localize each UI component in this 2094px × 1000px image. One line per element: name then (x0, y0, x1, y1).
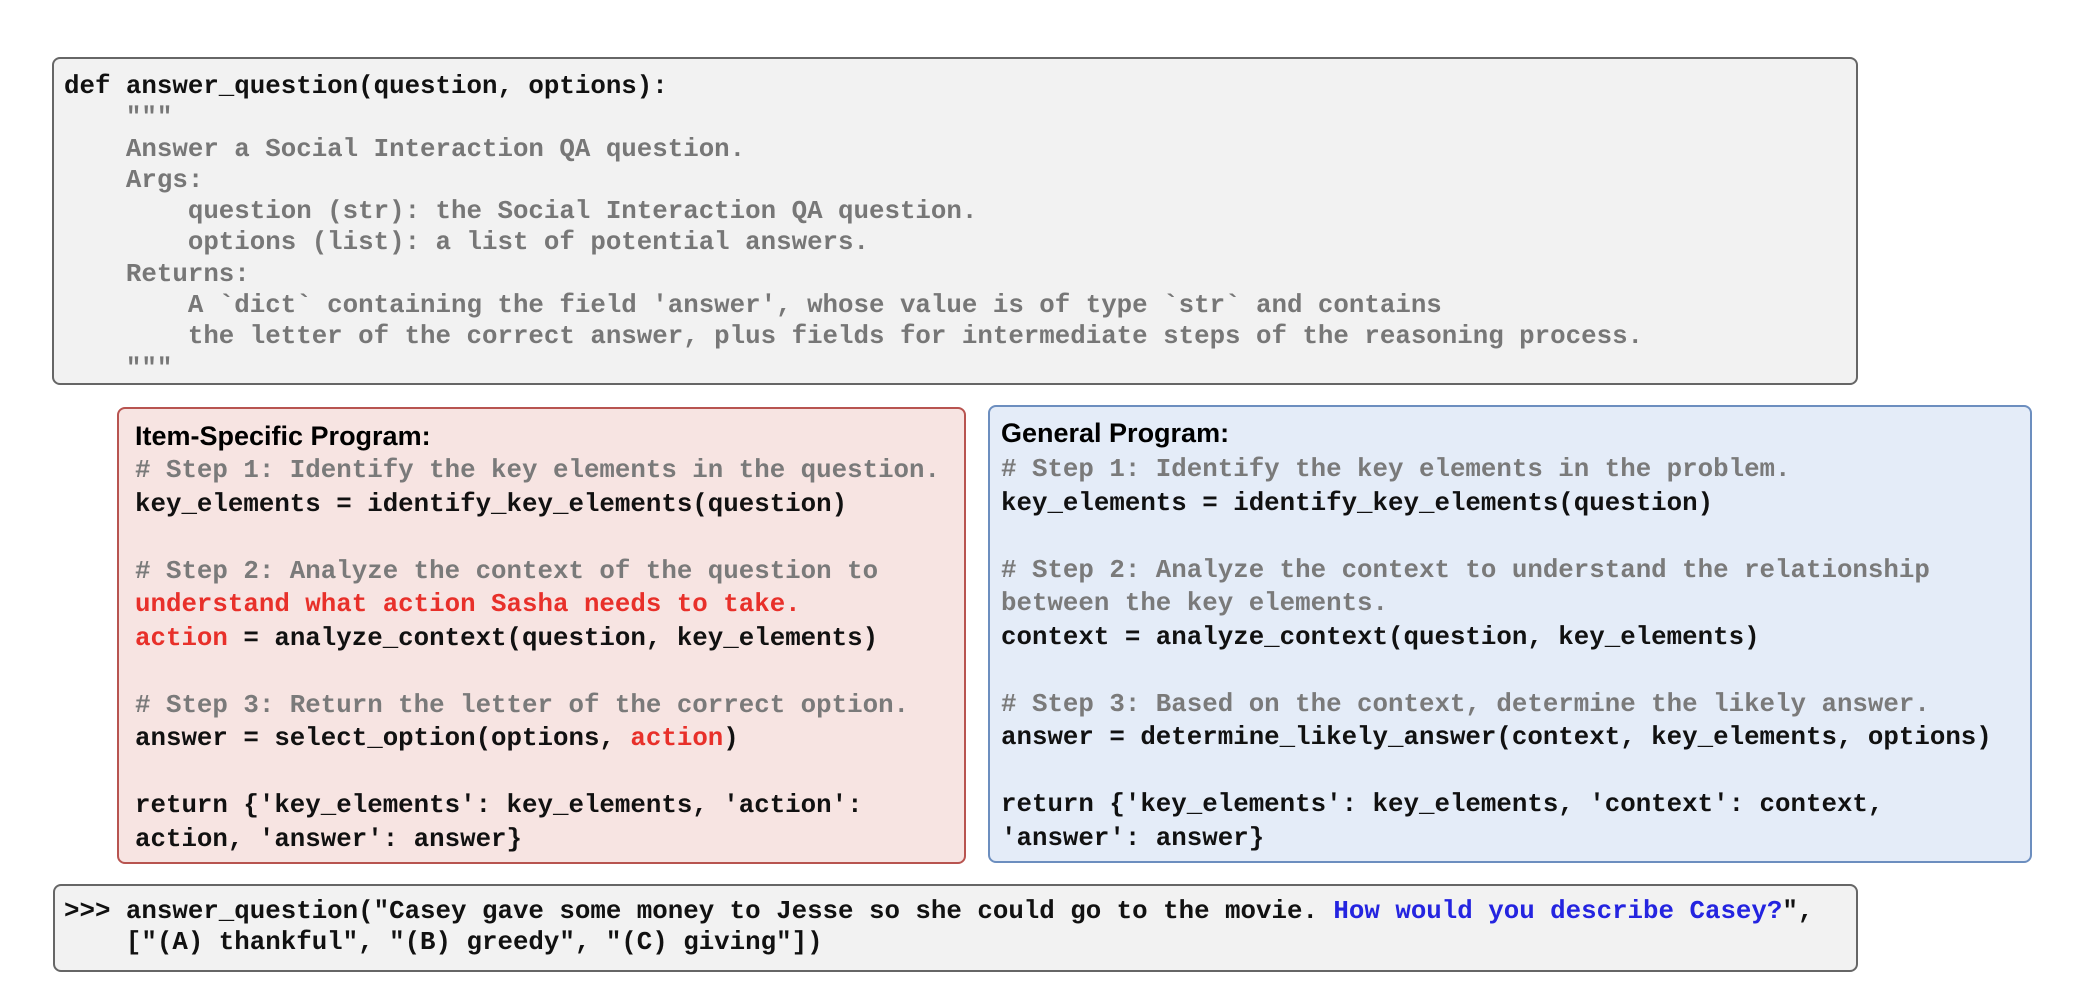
code-segment: answer = select_option(options, (135, 724, 631, 753)
code-line (1001, 755, 1992, 789)
code-segment: = analyze_context(question, key_elements… (227, 623, 879, 653)
code-line: question (str): the Social Interaction Q… (64, 196, 1643, 227)
general-program-title: General Program: (1001, 418, 1230, 448)
code-line: """ (64, 353, 1643, 384)
code-line: between the key elements. (1001, 587, 1992, 621)
code-line: the letter of the correct answer, plus f… (64, 321, 1643, 352)
code-segment: # Step 1: Identify the key elements in t… (1001, 455, 1791, 484)
general-program-box: General Program: # Step 1: Identify the … (988, 405, 2032, 863)
code-segment: """ (64, 353, 173, 383)
code-line: # Step 3: Based on the context, determin… (1001, 688, 1992, 722)
code-line: # Step 1: Identify the key elements in t… (1001, 453, 1992, 487)
code-line: key_elements = identify_key_elements(que… (135, 488, 940, 522)
code-segment: # Step 3: Return the letter of the corre… (135, 690, 910, 720)
function-call-box: >>> answer_question("Casey gave some mon… (53, 884, 1858, 972)
code-segment: key_elements = identify_key_elements(que… (135, 489, 848, 519)
code-segment: context = analyze_context(question, key_… (1001, 622, 1760, 652)
code-segment: question (str): the Social Interaction Q… (64, 197, 978, 227)
highlighted-text: understand what action Sasha needs to ta… (135, 590, 801, 619)
code-segment: answer = determine_likely_answer(context… (1001, 723, 1992, 752)
code-line: return {'key_elements': key_elements, 'a… (135, 789, 940, 823)
function-signature-box: def answer_question(question, options): … (52, 57, 1858, 385)
highlighted-text: action (135, 623, 228, 653)
code-segment: Returns: (64, 259, 250, 289)
code-segment: Args: (64, 165, 204, 195)
item-specific-program-box: Item-Specific Program: # Step 1: Identif… (117, 407, 966, 864)
code-line: return {'key_elements': key_elements, 'c… (1001, 788, 1992, 822)
code-segment: >>> answer_question("Casey gave some mon… (64, 897, 1334, 926)
code-segment: return {'key_elements': key_elements, 'c… (1001, 790, 1884, 819)
general-program-code: # Step 1: Identify the key elements in t… (1001, 453, 1992, 855)
code-line: >>> answer_question("Casey gave some mon… (64, 897, 1813, 928)
code-segment: """ (64, 103, 173, 133)
code-line: 'answer': answer} (1001, 822, 1992, 856)
code-segment: def answer_question(question, options): (64, 72, 668, 101)
item-specific-program-title: Item-Specific Program: (135, 421, 431, 451)
highlighted-text: How would you describe Casey? (1333, 897, 1783, 926)
code-segment: ) (723, 724, 739, 753)
code-segment: # Step 1: Identify the key elements in t… (135, 456, 940, 485)
code-line: understand what action Sasha needs to ta… (135, 588, 940, 622)
code-segment: Answer a Social Interaction QA question. (64, 134, 746, 164)
code-line: answer = determine_likely_answer(context… (1001, 721, 1992, 755)
code-line (1001, 654, 1992, 688)
highlighted-text: action (630, 724, 724, 753)
code-segment: # Step 3: Based on the context, determin… (1001, 689, 1930, 719)
code-segment: ["(A) thankful", "(B) greedy", "(C) givi… (64, 927, 823, 957)
code-line: ["(A) thankful", "(B) greedy", "(C) givi… (64, 928, 1813, 959)
code-segment: action, 'answer': answer} (135, 824, 523, 854)
code-line: A `dict` containing the field 'answer', … (64, 290, 1643, 321)
code-line: Returns: (64, 259, 1643, 290)
code-line: answer = select_option(options, action) (135, 722, 940, 756)
code-segment: A `dict` containing the field 'answer', … (64, 291, 1442, 321)
code-line (135, 756, 940, 790)
signature-code: def answer_question(question, options): … (64, 71, 1643, 384)
code-segment: 'answer': answer} (1001, 823, 1265, 853)
code-line: options (list): a list of potential answ… (64, 227, 1643, 258)
code-line: # Step 2: Analyze the context to underst… (1001, 554, 1992, 588)
code-line: # Step 2: Analyze the context of the que… (135, 555, 940, 589)
code-line (1001, 520, 1992, 554)
code-segment: # Step 2: Analyze the context to underst… (1001, 555, 1930, 585)
code-segment: the letter of the correct answer, plus f… (64, 322, 1644, 352)
code-line: action = analyze_context(question, key_e… (135, 622, 940, 656)
function-call-code: >>> answer_question("Casey gave some mon… (64, 897, 1813, 958)
code-line: """ (64, 102, 1643, 133)
code-segment: between the key elements. (1001, 589, 1389, 618)
code-line (135, 655, 940, 689)
code-line: Answer a Social Interaction QA question. (64, 134, 1643, 165)
code-segment: ", (1782, 897, 1814, 926)
code-segment: key_elements = identify_key_elements(que… (1001, 488, 1714, 518)
code-line: def answer_question(question, options): (64, 71, 1643, 102)
code-line (135, 521, 940, 555)
code-line: # Step 1: Identify the key elements in t… (135, 454, 940, 488)
code-segment: # Step 2: Analyze the context of the que… (135, 556, 879, 586)
code-line: key_elements = identify_key_elements(que… (1001, 487, 1992, 521)
code-line: action, 'answer': answer} (135, 823, 940, 857)
code-segment: options (list): a list of potential answ… (64, 228, 869, 258)
code-line: Args: (64, 165, 1643, 196)
code-segment: return {'key_elements': key_elements, 'a… (135, 791, 863, 820)
code-line: context = analyze_context(question, key_… (1001, 621, 1992, 655)
code-line: # Step 3: Return the letter of the corre… (135, 689, 940, 723)
item-specific-program-code: # Step 1: Identify the key elements in t… (135, 454, 940, 856)
